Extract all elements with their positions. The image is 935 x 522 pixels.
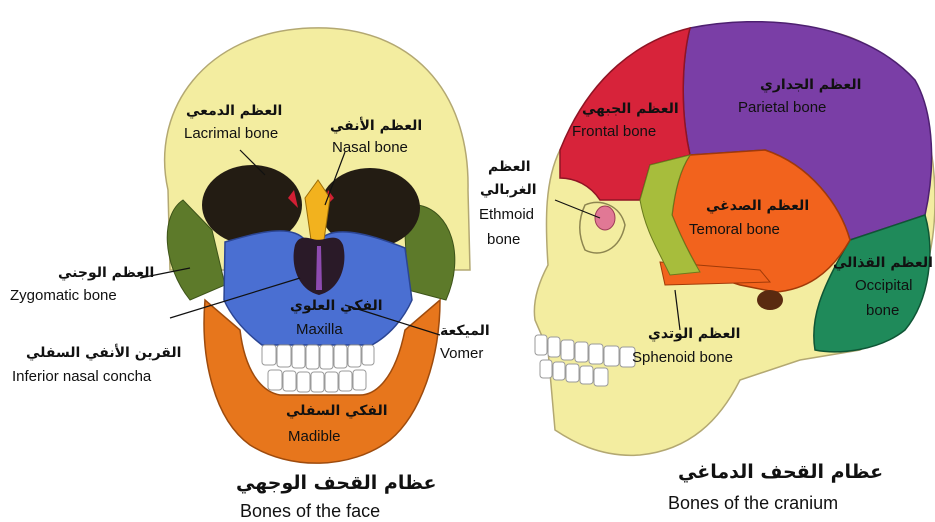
label-zygomatic-ar: العظم الوجني — [58, 266, 154, 280]
label-ethmoid-ar-2: الغربالي — [480, 183, 537, 197]
front-skull — [140, 28, 470, 463]
label-parietal-en: Parietal bone — [738, 100, 826, 115]
side-ear-canal — [757, 290, 783, 310]
label-parietal-ar: العظم الجداري — [760, 78, 861, 92]
front-upper-teeth — [262, 345, 374, 369]
label-lacrimal-en: Lacrimal bone — [184, 126, 278, 141]
label-zygomatic-en: Zygomatic bone — [10, 288, 117, 303]
label-occipital-en-1: Occipital — [855, 278, 913, 293]
label-lacrimal-ar: العظم الدمعي — [186, 104, 282, 118]
label-frontal-ar: العظم الجبهي — [582, 102, 679, 116]
label-concha-ar: القرين الأنفي السفلي — [26, 346, 181, 360]
label-temporal-ar: العظم الصدغي — [706, 199, 809, 213]
label-maxilla-en: Maxilla — [296, 322, 343, 337]
label-nasal-ar: العظم الأنفي — [330, 119, 422, 133]
label-maxilla-ar: الفكي العلوي — [290, 299, 383, 313]
front-lower-teeth — [268, 370, 366, 392]
label-occipital-ar: العظم القذالي — [833, 256, 933, 270]
label-ethmoid-en-1: Ethmoid — [479, 207, 534, 222]
label-temporal-en: Temoral bone — [689, 222, 780, 237]
side-skull — [534, 22, 935, 456]
label-vomer-ar: الميكعة — [440, 324, 490, 338]
caption-cranium-ar: عظام القحف الدماغي — [678, 463, 883, 482]
label-ethmoid-en-2: bone — [487, 232, 520, 247]
label-ethmoid-ar-1: العظم — [488, 160, 531, 174]
front-vomer — [316, 246, 322, 290]
label-mandible-ar: الفكي السفلي — [286, 404, 388, 418]
label-sphenoid-en: Sphenoid bone — [632, 350, 733, 365]
label-mandible-en: Madible — [288, 429, 341, 444]
label-frontal-en: Frontal bone — [572, 124, 656, 139]
label-sphenoid-ar: العظم الوتدي — [648, 327, 740, 341]
label-vomer-en: Vomer — [440, 346, 483, 361]
caption-face-ar: عظام القحف الوجهي — [236, 474, 436, 493]
caption-cranium-en: Bones of the cranium — [668, 494, 838, 512]
label-concha-en: Inferior nasal concha — [12, 369, 151, 384]
side-ethmoid-bone — [595, 206, 615, 230]
label-nasal-en: Nasal bone — [332, 140, 408, 155]
caption-face-en: Bones of the face — [240, 502, 380, 520]
label-occipital-en-2: bone — [866, 303, 899, 318]
